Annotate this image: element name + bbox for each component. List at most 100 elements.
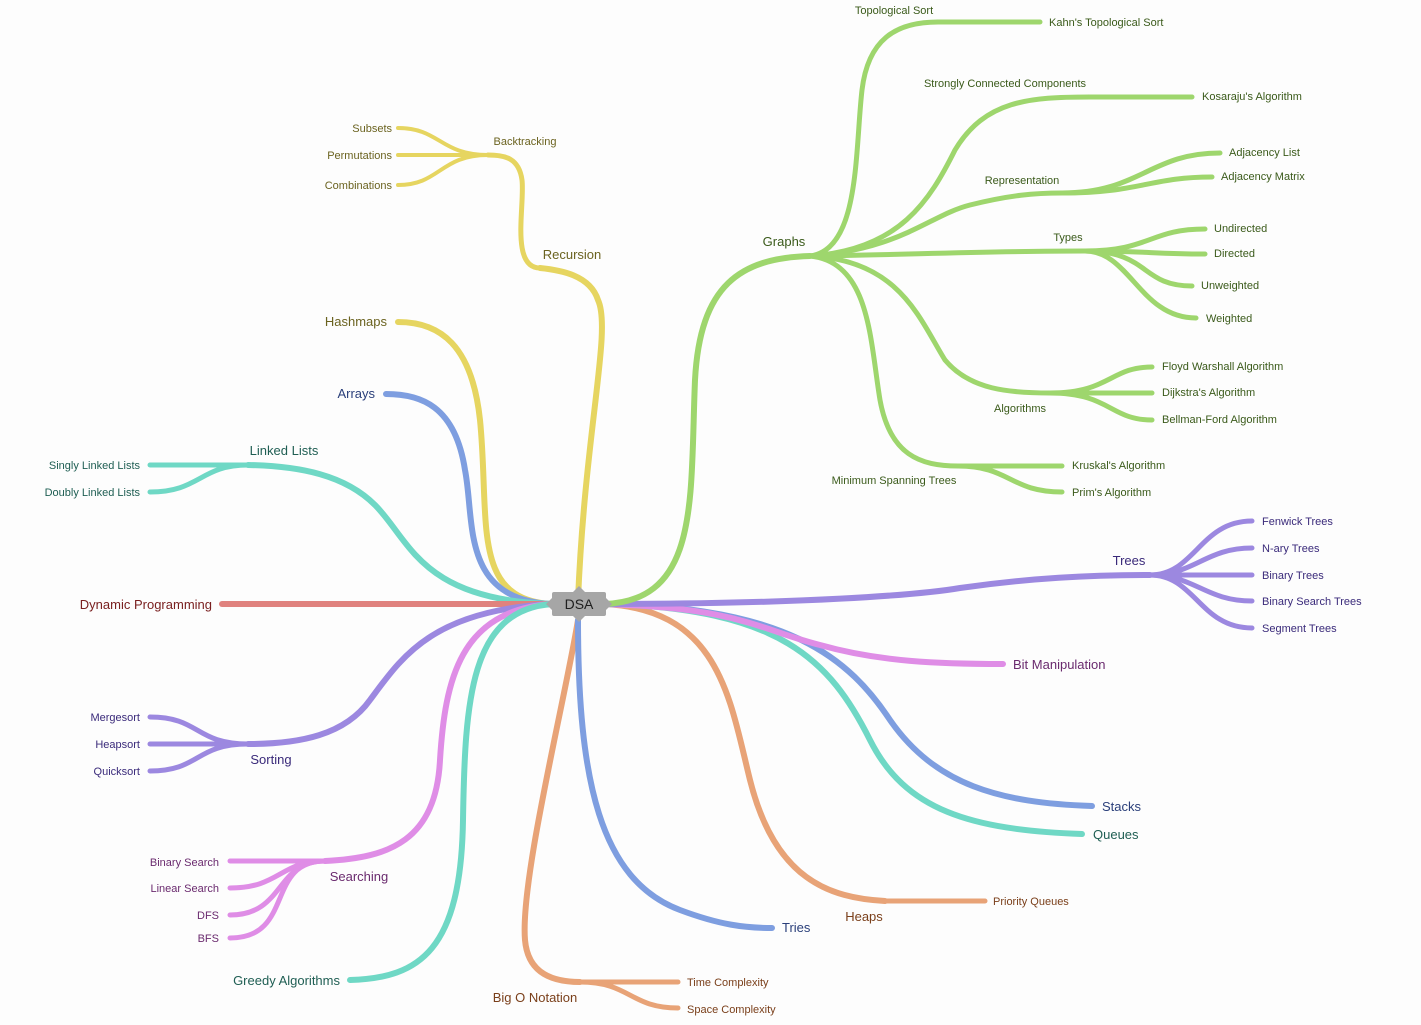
node-binary-search[interactable]: Binary Search <box>150 857 219 869</box>
branch-space <box>577 979 681 1011</box>
node-doubly-linked-lists[interactable]: Doubly Linked Lists <box>45 487 141 499</box>
branch-scc <box>807 94 1093 259</box>
branch-representation <box>807 190 1065 259</box>
node-adjacency-list[interactable]: Adjacency List <box>1229 147 1300 159</box>
branch-unweighted <box>1082 248 1195 289</box>
branch-segment <box>1147 572 1255 631</box>
node-permutations[interactable]: Permutations <box>327 150 392 162</box>
node-trees[interactable]: Trees <box>1113 553 1146 568</box>
node-binary-trees[interactable]: Binary Trees <box>1262 570 1324 582</box>
branch-linked-lists <box>245 462 555 607</box>
branch-backtracking <box>485 152 543 271</box>
branch-recursion <box>537 265 605 603</box>
node-dfs[interactable]: DFS <box>197 910 219 922</box>
branch-algorithms <box>807 253 1053 396</box>
node-unweighted[interactable]: Unweighted <box>1201 280 1259 292</box>
branch-heaps <box>602 601 888 904</box>
branch-searching <box>322 601 555 864</box>
node-heaps[interactable]: Heaps <box>845 909 883 924</box>
node-linear-search[interactable]: Linear Search <box>151 883 220 895</box>
node-dijkstras[interactable]: Dijkstra's Algorithm <box>1162 387 1255 399</box>
node-backtracking[interactable]: Backtracking <box>494 136 557 148</box>
node-kruskals[interactable]: Kruskal's Algorithm <box>1072 460 1165 472</box>
node-mergesort[interactable]: Mergesort <box>90 712 140 724</box>
node-sorting[interactable]: Sorting <box>250 752 291 767</box>
node-linked-lists[interactable]: Linked Lists <box>250 443 319 458</box>
node-arrays[interactable]: Arrays <box>337 386 375 401</box>
node-undirected[interactable]: Undirected <box>1214 223 1267 235</box>
node-prims[interactable]: Prim's Algorithm <box>1072 487 1151 499</box>
node-nary-trees[interactable]: N-ary Trees <box>1262 543 1320 555</box>
root-pointer-top <box>573 586 585 592</box>
node-tries[interactable]: Tries <box>782 920 811 935</box>
branch-tries <box>575 617 775 931</box>
branch-combinations <box>396 153 490 187</box>
node-stacks[interactable]: Stacks <box>1102 799 1142 814</box>
node-space-complexity[interactable]: Space Complexity <box>687 1004 776 1016</box>
node-adjacency-matrix[interactable]: Adjacency Matrix <box>1221 171 1305 183</box>
node-bfs[interactable]: BFS <box>198 933 219 945</box>
node-dynamic-programming[interactable]: Dynamic Programming <box>80 597 212 612</box>
branch-adj-matrix <box>1059 174 1215 196</box>
root-label: DSA <box>565 596 594 612</box>
node-kahns-topological-sort[interactable]: Kahn's Topological Sort <box>1049 17 1163 29</box>
root-pointer-bottom <box>573 616 585 622</box>
root-node[interactable]: DSA <box>546 586 612 622</box>
node-bit-manipulation[interactable]: Bit Manipulation <box>1013 657 1106 672</box>
branch-bit <box>602 601 1006 667</box>
node-types[interactable]: Types <box>1053 232 1083 244</box>
branch-bfs <box>227 858 328 941</box>
branch-prim <box>955 463 1065 495</box>
branch-subsets <box>396 126 490 157</box>
node-priority-queues[interactable]: Priority Queues <box>993 896 1069 908</box>
node-combinations[interactable]: Combinations <box>325 180 393 192</box>
node-directed[interactable]: Directed <box>1214 248 1255 260</box>
node-representation[interactable]: Representation <box>985 175 1060 187</box>
node-heapsort[interactable]: Heapsort <box>95 739 140 751</box>
branch-weighted <box>1082 248 1199 321</box>
node-searching[interactable]: Searching <box>330 869 389 884</box>
branch-hashmaps <box>395 319 555 607</box>
branch-bigo <box>521 617 583 985</box>
root-pointer-right <box>606 598 612 610</box>
node-floyd-warshall[interactable]: Floyd Warshall Algorithm <box>1162 361 1283 373</box>
branches <box>147 19 1255 1011</box>
node-subsets[interactable]: Subsets <box>352 123 392 135</box>
branch-doubly <box>147 462 251 495</box>
root-box <box>552 592 606 616</box>
node-binary-search-trees[interactable]: Binary Search Trees <box>1262 596 1362 608</box>
branch-topo <box>807 19 941 259</box>
node-time-complexity[interactable]: Time Complexity <box>687 977 769 989</box>
branch-floyd <box>1047 364 1155 396</box>
node-topological-sort[interactable]: Topological Sort <box>855 5 933 17</box>
node-graphs[interactable]: Graphs <box>763 234 806 249</box>
node-queues[interactable]: Queues <box>1093 827 1139 842</box>
node-algorithms[interactable]: Algorithms <box>994 403 1046 415</box>
branch-types <box>807 248 1088 259</box>
root-pointer-left <box>546 598 552 610</box>
node-recursion[interactable]: Recursion <box>543 247 602 262</box>
node-segment-trees[interactable]: Segment Trees <box>1262 623 1337 635</box>
branch-mst <box>807 253 961 469</box>
node-fenwick-trees[interactable]: Fenwick Trees <box>1262 516 1333 528</box>
labels: Recursion Backtracking Subsets Permutati… <box>45 5 1363 1016</box>
branch-undirected <box>1082 226 1208 254</box>
node-hashmaps[interactable]: Hashmaps <box>325 314 388 329</box>
node-quicksort[interactable]: Quicksort <box>94 766 140 778</box>
node-greedy-algorithms[interactable]: Greedy Algorithms <box>233 973 340 988</box>
branch-mergesort <box>147 714 251 747</box>
branch-sorting <box>245 601 555 747</box>
node-big-o-notation[interactable]: Big O Notation <box>493 990 578 1005</box>
branch-graphs <box>602 253 813 607</box>
branch-greedy <box>347 601 555 983</box>
branch-trees <box>602 572 1153 607</box>
node-minimum-spanning-trees[interactable]: Minimum Spanning Trees <box>832 475 957 487</box>
node-singly-linked-lists[interactable]: Singly Linked Lists <box>49 460 141 472</box>
node-bellman-ford[interactable]: Bellman-Ford Algorithm <box>1162 414 1277 426</box>
node-kosarajus-algorithm[interactable]: Kosaraju's Algorithm <box>1202 91 1302 103</box>
node-weighted[interactable]: Weighted <box>1206 313 1252 325</box>
node-strongly-connected-components[interactable]: Strongly Connected Components <box>924 78 1087 90</box>
branch-bellman <box>1047 390 1155 423</box>
